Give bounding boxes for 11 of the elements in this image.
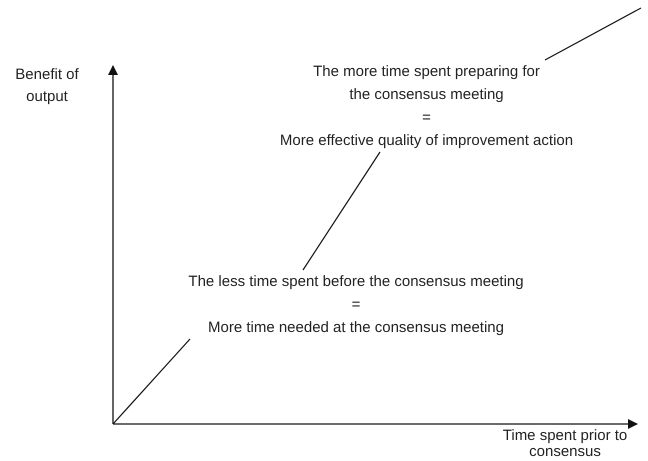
statement-text: More time needed at the consensus meeting xyxy=(206,318,505,338)
statement-text: The more time spent preparing for the consensus meeting xyxy=(312,62,541,105)
equals-sign: = xyxy=(350,295,362,315)
axis-label: Time spent prior to consensus xyxy=(502,428,628,460)
equals-sign: = xyxy=(421,108,432,128)
statement-text: More effective quality of improvement action xyxy=(278,131,574,151)
axis-label: Benefit of output xyxy=(14,65,80,107)
trend-line xyxy=(302,152,380,270)
trend-line xyxy=(544,7,642,61)
statement-text: The less time spent before the consensus meeting xyxy=(187,272,525,292)
trend-line xyxy=(112,338,190,424)
